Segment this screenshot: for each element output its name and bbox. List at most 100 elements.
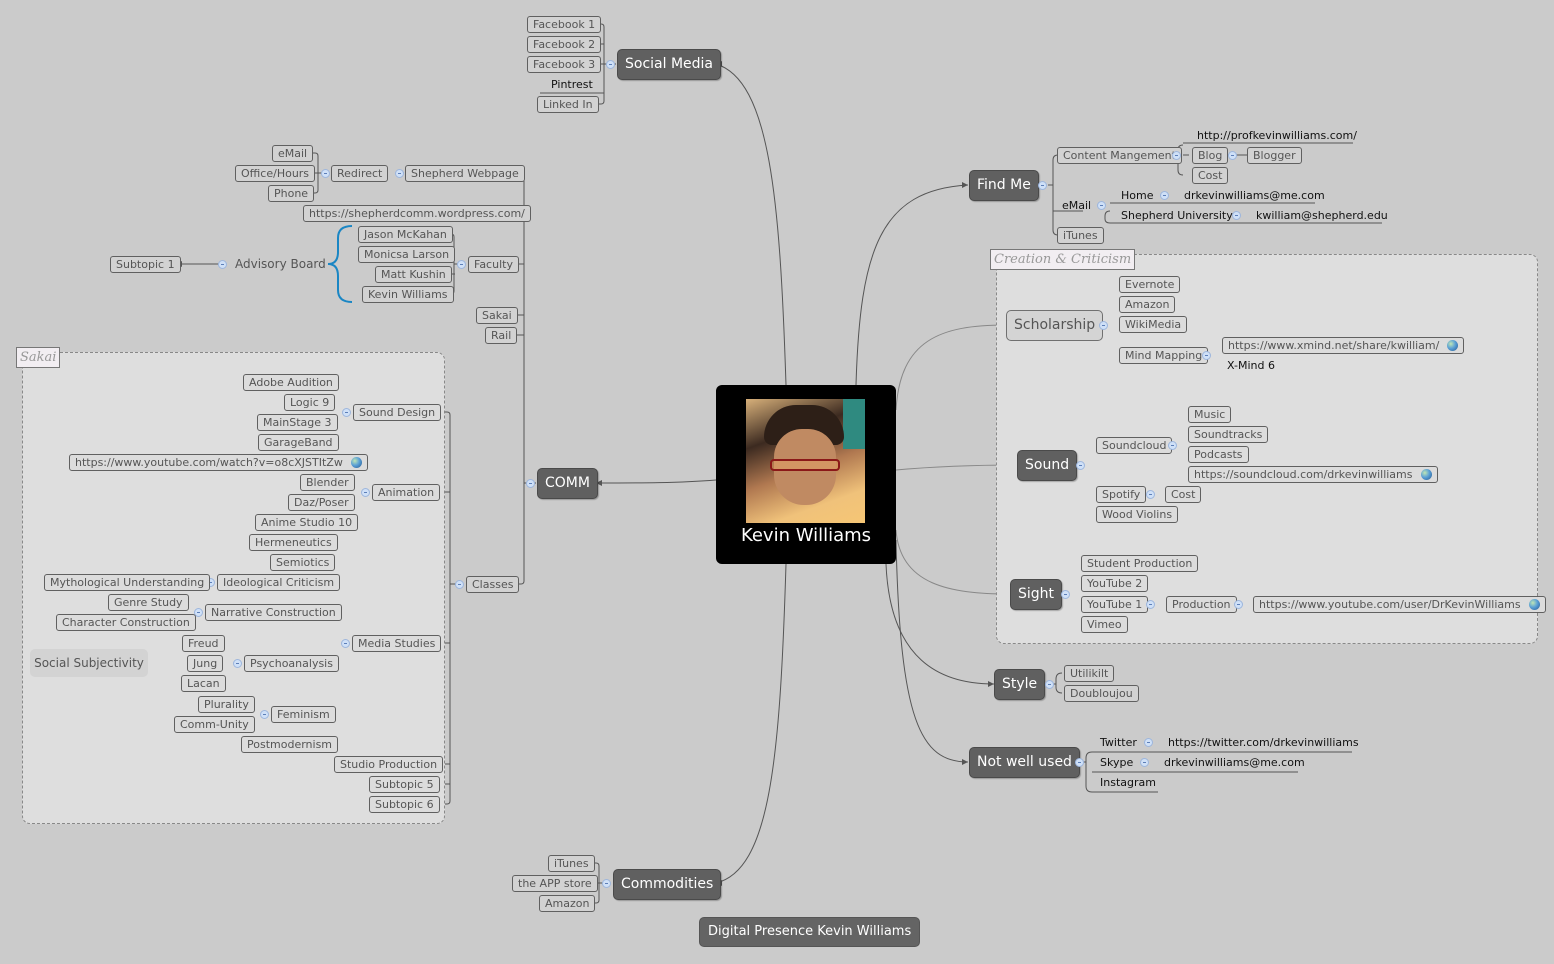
node-content-management[interactable]: Content Mangement: [1057, 147, 1182, 164]
node-email-label[interactable]: eMail: [1062, 199, 1092, 212]
node-cost[interactable]: Cost: [1192, 167, 1229, 184]
node-comm-unity[interactable]: Comm-Unity: [174, 716, 255, 733]
node-youtube-1[interactable]: YouTube 1: [1081, 596, 1149, 613]
node-shepherd-email[interactable]: kwilliam@shepherd.edu: [1256, 209, 1388, 222]
node-lacan[interactable]: Lacan: [181, 675, 226, 692]
collapse-icon[interactable]: [233, 659, 242, 668]
collapse-icon[interactable]: [1038, 181, 1047, 190]
collapse-icon[interactable]: [1146, 600, 1155, 609]
collapse-icon[interactable]: [602, 879, 611, 888]
central-topic[interactable]: Kevin Williams: [716, 385, 896, 564]
summary-social-subjectivity[interactable]: Social Subjectivity: [30, 649, 148, 677]
node-email[interactable]: eMail: [272, 145, 314, 162]
node-mythological-understanding[interactable]: Mythological Understanding: [44, 574, 211, 591]
topic-sound[interactable]: Sound: [1017, 450, 1078, 481]
node-spotify[interactable]: Spotify: [1096, 486, 1147, 503]
node-studio-production[interactable]: Studio Production: [334, 756, 444, 773]
node-pintrest[interactable]: Pintrest: [551, 78, 593, 91]
node-jung[interactable]: Jung: [187, 655, 224, 672]
node-animation[interactable]: Animation: [372, 484, 441, 501]
node-production[interactable]: Production: [1166, 596, 1237, 613]
node-itunes[interactable]: iTunes: [548, 855, 595, 872]
node-soundcloud[interactable]: Soundcloud: [1096, 437, 1173, 454]
node-youtube-watch-url[interactable]: https://www.youtube.com/watch?v=o8cXJSTI…: [69, 454, 368, 471]
node-mainstage-3[interactable]: MainStage 3: [257, 414, 338, 431]
collapse-icon[interactable]: [1168, 441, 1177, 450]
collapse-icon[interactable]: [1097, 201, 1106, 210]
node-ideological-criticism[interactable]: Ideological Criticism: [217, 574, 341, 591]
node-monicsa-larson[interactable]: Monicsa Larson: [358, 246, 456, 263]
node-blogger[interactable]: Blogger: [1247, 147, 1302, 164]
topic-commodities[interactable]: Commodities: [613, 869, 722, 900]
collapse-icon[interactable]: [1232, 211, 1241, 220]
collapse-icon[interactable]: [1099, 321, 1108, 330]
summary-advisory-board[interactable]: Advisory Board: [235, 257, 326, 271]
collapse-icon[interactable]: [457, 260, 466, 269]
node-anime-studio-10[interactable]: Anime Studio 10: [255, 514, 359, 531]
collapse-icon[interactable]: [218, 260, 227, 269]
node-student-production[interactable]: Student Production: [1081, 555, 1199, 572]
collapse-icon[interactable]: [606, 60, 615, 69]
node-scholarship-amazon[interactable]: Amazon: [1119, 296, 1176, 313]
topic-not-well-used[interactable]: Not well used: [969, 747, 1080, 778]
node-character-construction[interactable]: Character Construction: [56, 614, 196, 631]
node-amazon[interactable]: Amazon: [539, 895, 596, 912]
node-subtopic-5[interactable]: Subtopic 5: [369, 776, 440, 793]
node-xmind-6[interactable]: X-Mind 6: [1227, 359, 1275, 372]
node-wood-violins[interactable]: Wood Violins: [1096, 506, 1179, 523]
globe-link-icon[interactable]: [1420, 469, 1432, 480]
node-classes[interactable]: Classes: [466, 576, 520, 593]
collapse-icon[interactable]: [455, 580, 464, 589]
collapse-icon[interactable]: [1061, 590, 1070, 599]
topic-sight[interactable]: Sight: [1010, 579, 1063, 610]
node-twitter[interactable]: Twitter: [1100, 736, 1137, 749]
node-subtopic-1[interactable]: Subtopic 1: [110, 256, 181, 273]
node-faculty[interactable]: Faculty: [468, 256, 519, 273]
collapse-icon[interactable]: [1234, 600, 1243, 609]
node-youtube-user-url[interactable]: https://www.youtube.com/user/DrKevinWill…: [1253, 596, 1546, 613]
collapse-icon[interactable]: [395, 169, 404, 178]
node-garageband[interactable]: GarageBand: [258, 434, 339, 451]
globe-link-icon[interactable]: [1528, 599, 1540, 610]
collapse-icon[interactable]: [1172, 151, 1181, 160]
collapse-icon[interactable]: [1076, 461, 1085, 470]
node-spotify-cost[interactable]: Cost: [1165, 486, 1202, 503]
collapse-icon[interactable]: [342, 408, 351, 417]
node-instagram[interactable]: Instagram: [1100, 776, 1156, 789]
node-office-hours[interactable]: Office/Hours: [235, 165, 316, 182]
node-home-email[interactable]: drkevinwilliams@me.com: [1184, 189, 1325, 202]
node-feminism[interactable]: Feminism: [271, 706, 336, 723]
node-podcasts[interactable]: Podcasts: [1188, 446, 1249, 463]
node-linked-in[interactable]: Linked In: [537, 96, 599, 113]
collapse-icon[interactable]: [1228, 151, 1237, 160]
node-facebook-2[interactable]: Facebook 2: [527, 36, 602, 53]
topic-scholarship[interactable]: Scholarship: [1006, 310, 1104, 341]
node-semiotics[interactable]: Semiotics: [270, 554, 336, 571]
collapse-icon[interactable]: [1075, 758, 1084, 767]
node-twitter-url[interactable]: https://twitter.com/drkevinwilliams: [1168, 736, 1359, 749]
node-profkevinwilliams-url[interactable]: http://profkevinwilliams.com/: [1197, 129, 1357, 142]
node-wikimedia[interactable]: WikiMedia: [1119, 316, 1188, 333]
node-evernote[interactable]: Evernote: [1119, 276, 1181, 293]
node-music[interactable]: Music: [1188, 406, 1232, 423]
collapse-icon[interactable]: [260, 710, 269, 719]
node-plurality[interactable]: Plurality: [198, 696, 255, 713]
globe-link-icon[interactable]: [1447, 340, 1459, 351]
node-matt-kushin[interactable]: Matt Kushin: [375, 266, 452, 283]
node-xmind-url[interactable]: https://www.xmind.net/share/kwilliam/: [1222, 337, 1465, 354]
node-media-studies[interactable]: Media Studies: [352, 635, 442, 652]
node-soundcloud-url[interactable]: https://soundcloud.com/drkevinwilliams: [1188, 466, 1438, 483]
node-narrative-construction[interactable]: Narrative Construction: [205, 604, 342, 621]
node-genre-study[interactable]: Genre Study: [108, 594, 189, 611]
node-redirect[interactable]: Redirect: [331, 165, 389, 182]
node-hermeneutics[interactable]: Hermeneutics: [249, 534, 338, 551]
node-phone[interactable]: Phone: [268, 185, 315, 202]
node-shepherd-university[interactable]: Shepherd University: [1121, 209, 1233, 222]
collapse-icon[interactable]: [1140, 758, 1149, 767]
node-kevin-williams[interactable]: Kevin Williams: [362, 286, 454, 303]
node-daz-poser[interactable]: Daz/Poser: [288, 494, 355, 511]
node-skype[interactable]: Skype: [1100, 756, 1134, 769]
collapse-icon[interactable]: [1045, 680, 1054, 689]
node-subtopic-6[interactable]: Subtopic 6: [369, 796, 440, 813]
node-utilikilt[interactable]: Utilikilt: [1064, 665, 1115, 682]
